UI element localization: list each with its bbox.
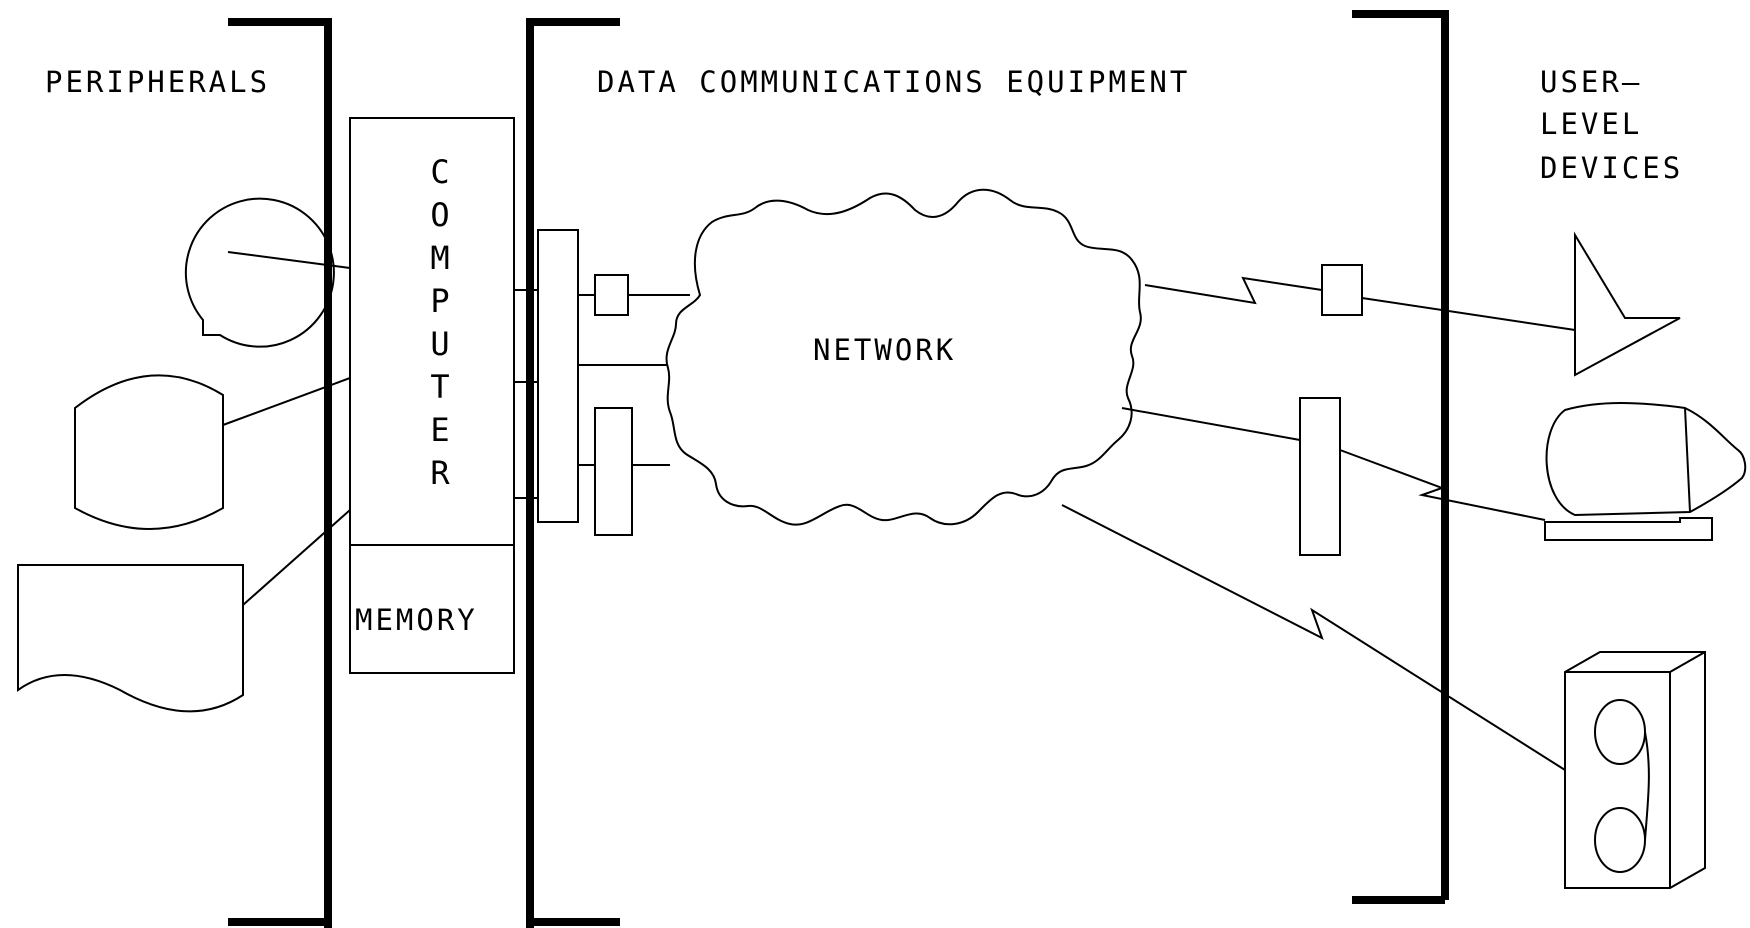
computer-letter-6: T bbox=[430, 368, 449, 406]
computer-letter-3: M bbox=[430, 239, 449, 277]
data-comm-bracket-left bbox=[526, 18, 620, 928]
tape-reel-icon bbox=[184, 197, 335, 348]
computer-box bbox=[349, 117, 515, 674]
teletype-icon bbox=[1574, 231, 1681, 377]
computer-letter-4: P bbox=[430, 282, 449, 320]
terminal-link-a bbox=[1121, 407, 1301, 441]
computer-letter-2: O bbox=[430, 196, 449, 234]
front-end-processor bbox=[537, 229, 579, 523]
video-terminal-icon bbox=[1544, 402, 1747, 541]
peripherals-bracket bbox=[228, 18, 332, 928]
disk-link bbox=[222, 377, 351, 426]
computer-letter-7: E bbox=[430, 411, 449, 449]
computer-letter-8: R bbox=[430, 454, 450, 492]
user-level-heading-line2: LEVEL bbox=[1540, 107, 1642, 141]
telephone-link bbox=[1061, 504, 1566, 771]
terminal-concentrator bbox=[1299, 397, 1341, 556]
peripherals-heading: PERIPHERALS bbox=[45, 65, 270, 99]
user-level-heading-line3: DEVICES bbox=[1540, 151, 1683, 185]
memory-label: MEMORY bbox=[355, 603, 478, 637]
printer-link bbox=[242, 509, 351, 606]
modem-small bbox=[594, 274, 629, 316]
teletype-modem-link bbox=[1361, 297, 1576, 331]
disk-drum-icon bbox=[74, 374, 224, 530]
modem-tall bbox=[594, 407, 633, 536]
network-label: NETWORK bbox=[813, 333, 956, 367]
data-comm-heading: DATA COMMUNICATIONS EQUIPMENT bbox=[597, 65, 1190, 99]
user-level-heading-line1: USER— bbox=[1540, 65, 1642, 99]
teletype-link bbox=[1144, 276, 1323, 305]
computer-letter-1: C bbox=[430, 153, 449, 191]
terminal-link-b bbox=[1339, 449, 1546, 521]
tape-link bbox=[227, 251, 351, 269]
computer-letter-5: U bbox=[430, 325, 449, 363]
telephone-icon bbox=[1564, 651, 1706, 889]
network-cloud bbox=[665, 188, 1142, 526]
data-comm-bracket-right bbox=[1352, 10, 1449, 904]
teletype-modem bbox=[1321, 264, 1363, 316]
document-printer-icon bbox=[17, 564, 244, 713]
